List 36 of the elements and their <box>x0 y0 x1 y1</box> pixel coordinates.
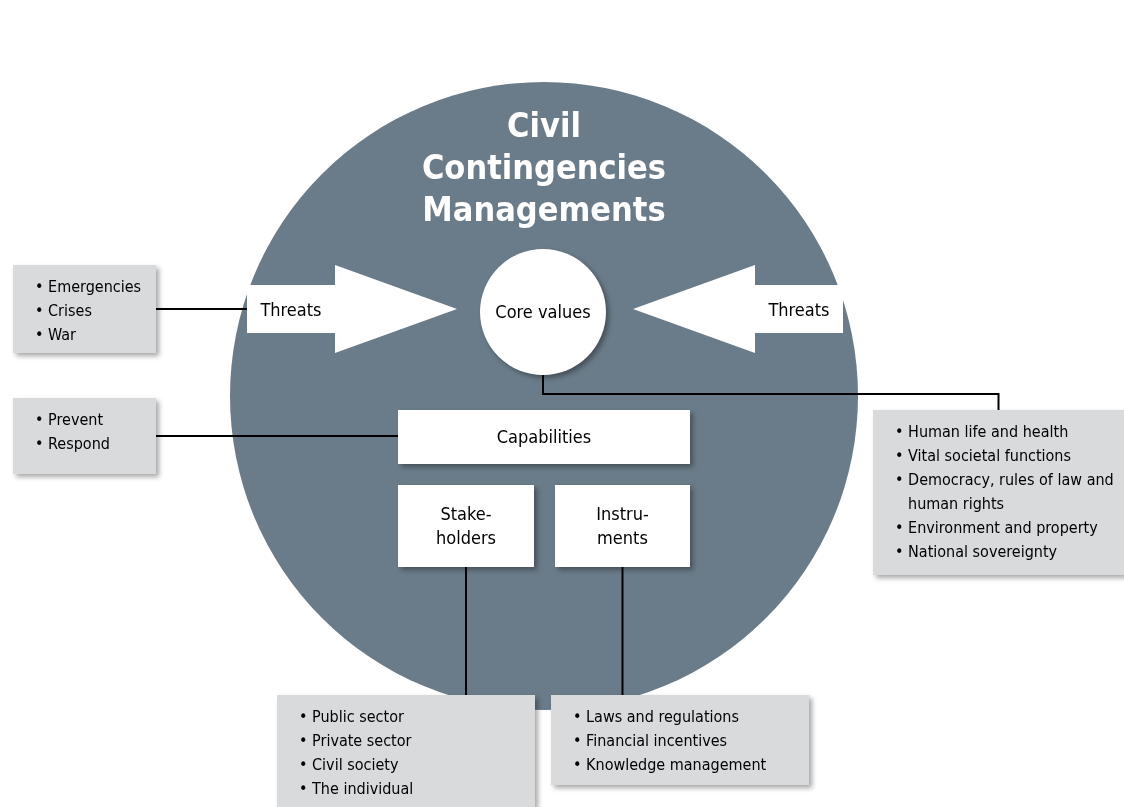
bullet-item: • Public sector <box>299 706 405 728</box>
bullet-item: • Emergencies <box>35 276 143 298</box>
note-box <box>13 398 156 474</box>
connector-line <box>465 566 467 696</box>
circle-heading: Civil Contingencies Managements <box>420 104 668 230</box>
bullet-item: • Environment and property <box>895 517 1099 539</box>
note-box <box>873 410 1124 575</box>
bullet-item: • The individual <box>299 778 415 800</box>
bullet-item: • War <box>35 324 77 346</box>
note-box <box>13 265 156 353</box>
connector-line <box>542 374 1000 411</box>
note-box <box>551 695 809 785</box>
bullet-item: • Democracy, rules of law and human rights <box>895 469 1115 515</box>
bullet-item: • Civil society <box>299 754 400 776</box>
bullet-item: • Private sector <box>299 730 413 752</box>
arrow-label: Threats <box>259 297 323 322</box>
connector-line <box>621 566 624 696</box>
value-circle: Core values <box>480 249 606 375</box>
arrow-shape <box>633 265 843 353</box>
connector-line <box>155 308 248 310</box>
bullet-item: • Prevent <box>35 409 105 431</box>
connector-line <box>155 435 399 437</box>
bullet-item: • Human life and health <box>895 421 1070 443</box>
note-box <box>277 695 535 807</box>
bullet-item: • Crises <box>35 300 93 322</box>
bullet-item: • Laws and regulations <box>573 706 740 728</box>
label-box: Stake- holders <box>398 485 534 567</box>
arrow-shape <box>247 265 457 353</box>
bullet-item: • Knowledge management <box>573 754 768 776</box>
bullet-item: • Vital societal functions <box>895 445 1072 467</box>
label-box: Instru- ments <box>555 485 690 567</box>
bullet-item: • Financial incentives <box>573 730 729 752</box>
arrow-label: Threats <box>767 297 831 322</box>
bullet-item: • National sovereignty <box>895 541 1059 563</box>
label-box: Capabilities <box>398 410 690 464</box>
bullet-item: • Respond <box>35 433 111 455</box>
